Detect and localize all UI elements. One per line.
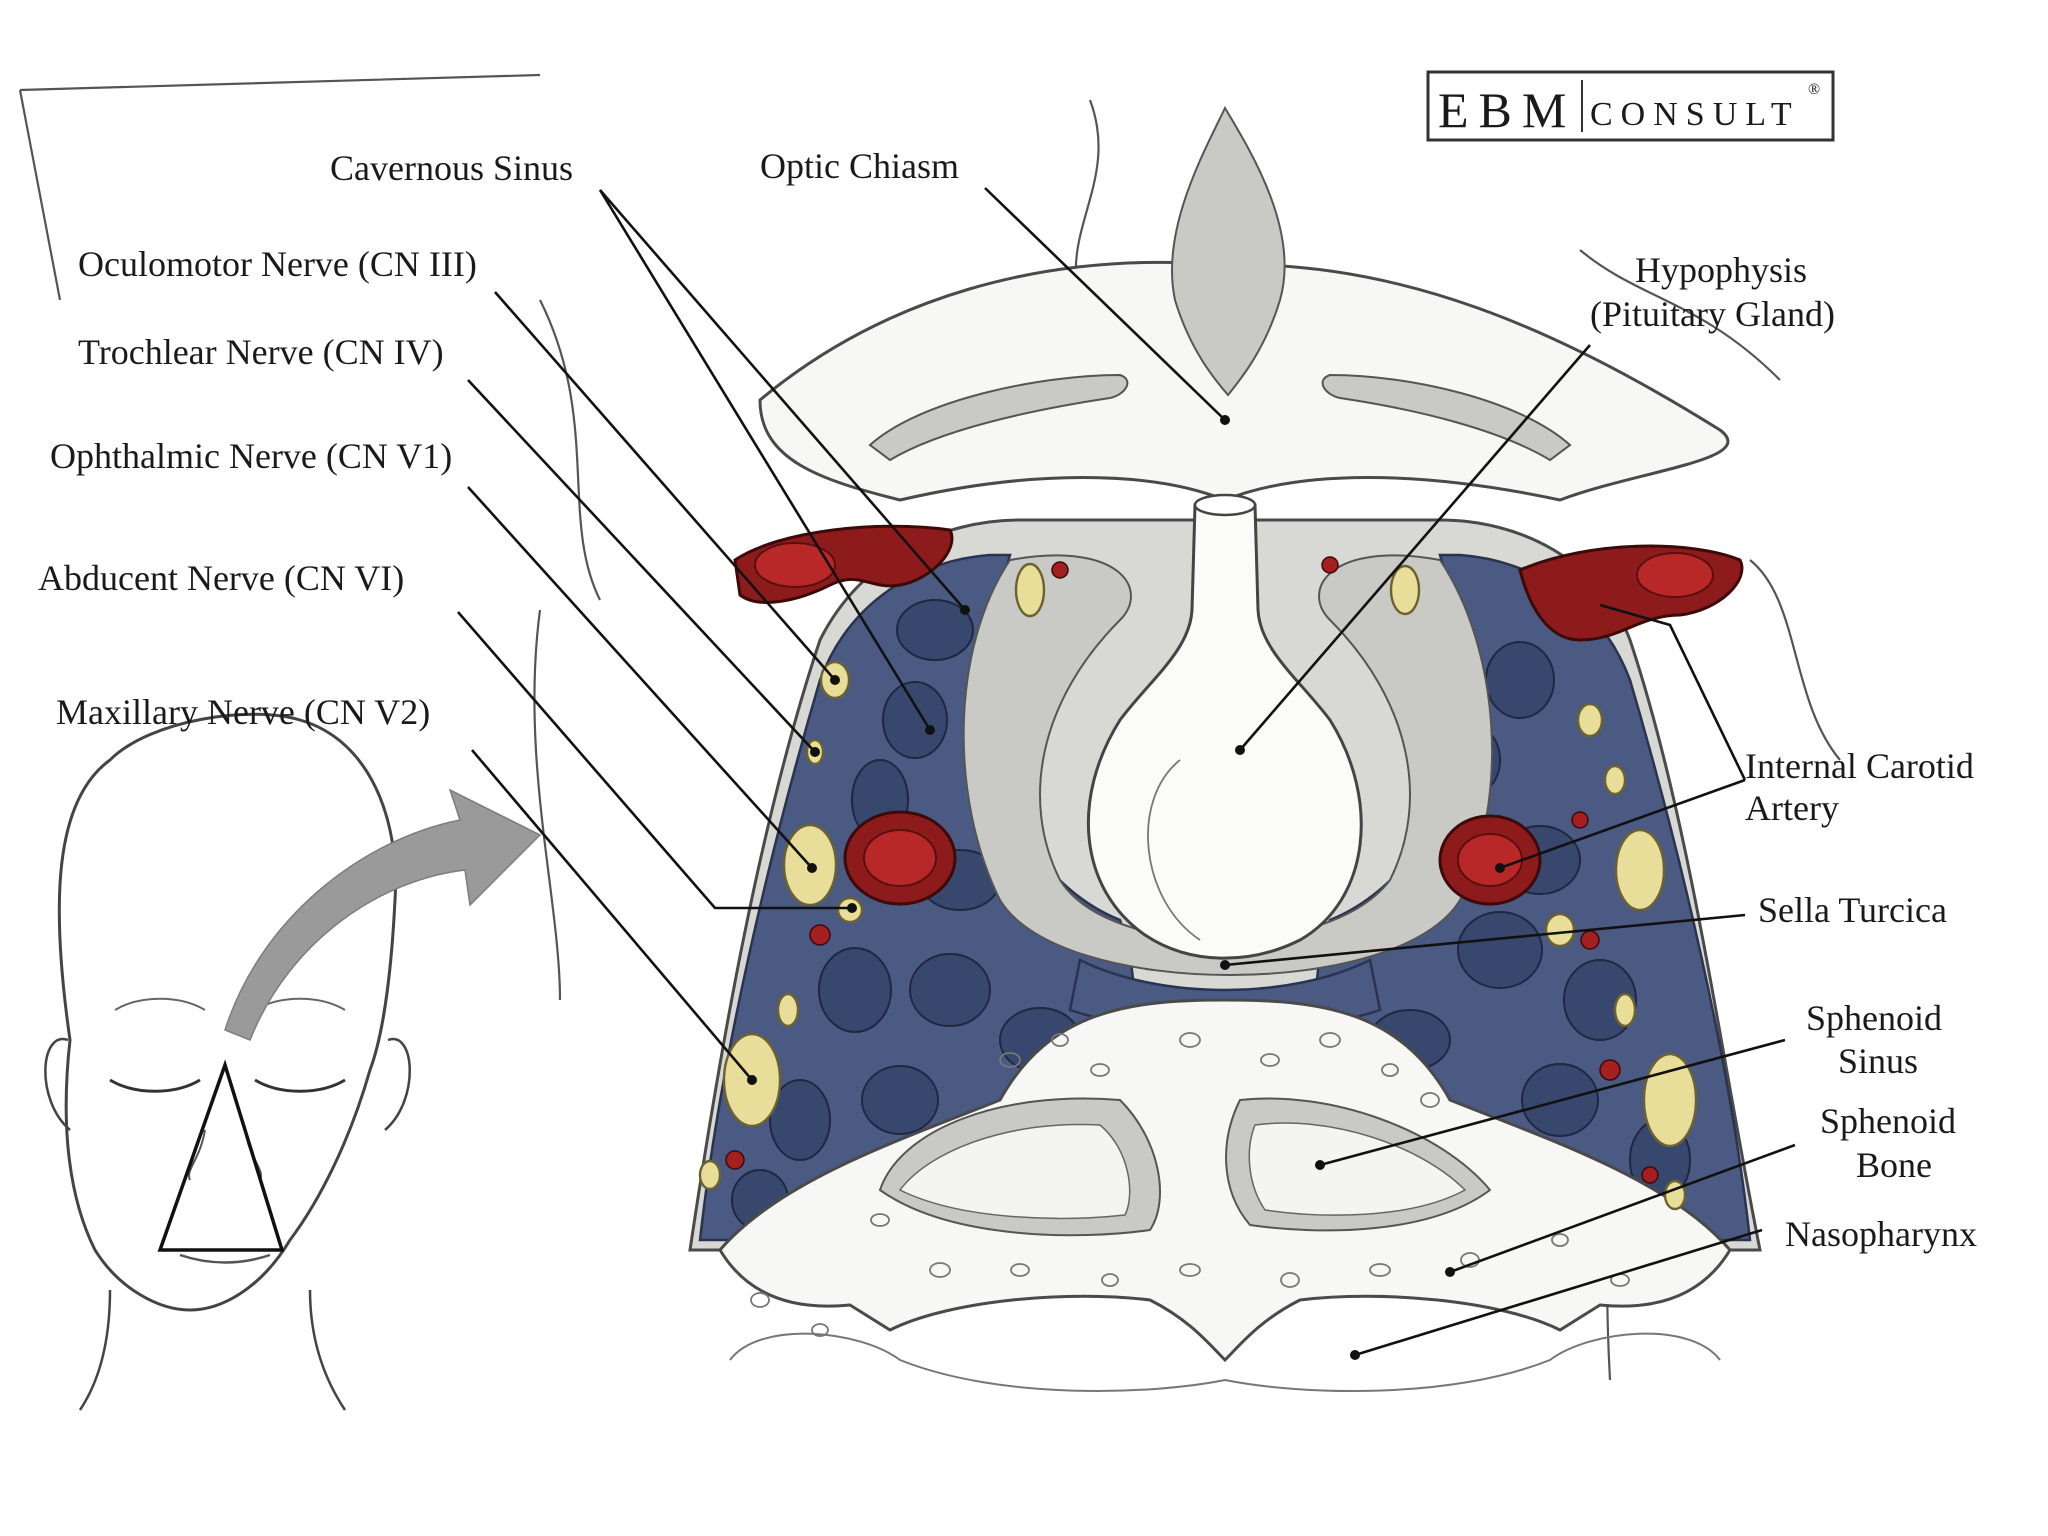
leader-sella-turcica [1224, 913, 1746, 967]
label-sphenoid-bone-line2: Bone [1856, 1145, 1932, 1185]
leader-maxillary [471, 749, 753, 1081]
leader-cavernous-sinus-a [599, 189, 966, 611]
left-sinus-cavity-inner [898, 1123, 1131, 1220]
left-ear [44, 1037, 71, 1131]
left-orbital-roof [868, 373, 1129, 462]
leader-nasopharynx [1354, 1228, 1763, 1357]
upper-bone [758, 260, 1730, 502]
label-oculomotor: Oculomotor Nerve (CN III) [78, 244, 477, 284]
head-outline [57, 712, 398, 1312]
label-ica-line1: Internal Carotid [1745, 746, 1974, 786]
labels: Cavernous Sinus Optic Chiasm Oculomotor … [38, 146, 1977, 1254]
logo-frame [1426, 70, 1835, 142]
right-ear [384, 1037, 411, 1131]
label-sella-turcica: Sella Turcica [1758, 890, 1947, 930]
pituitary-stalk-top [1193, 493, 1257, 517]
pituitary-lobe-line [1147, 759, 1201, 941]
face-sketch-icon [44, 712, 411, 1411]
logo-registered-mark: ® [1808, 81, 1820, 98]
crista-galli [1170, 105, 1286, 397]
label-cavernous-sinus: Cavernous Sinus [330, 148, 573, 188]
leader-optic-chiasm [984, 187, 1226, 421]
nasopharynx-outline [729, 1332, 1721, 1393]
leader-sphenoid-bone [1449, 1143, 1796, 1274]
label-sphenoid-sinus-line2: Sinus [1838, 1041, 1918, 1081]
label-ophthalmic: Ophthalmic Nerve (CN V1) [50, 436, 452, 476]
label-nasopharynx: Nasopharynx [1785, 1214, 1977, 1254]
label-abducent: Abducent Nerve (CN VI) [38, 558, 404, 598]
logo: EBM CONSULT ® [1426, 70, 1835, 142]
anatomy-illustration [18, 73, 1841, 1393]
label-trochlear: Trochlear Nerve (CN IV) [78, 332, 444, 372]
leader-abducent [457, 611, 852, 910]
bone-pores [750, 1032, 1630, 1337]
logo-word: CONSULT [1590, 96, 1800, 133]
small-vessels [725, 556, 1659, 1184]
leader-endpoints [747, 415, 1505, 1360]
leader-ica-a [1599, 603, 1747, 781]
right-sinus-cavity-inner [1248, 1122, 1467, 1216]
label-optic-chiasm: Optic Chiasm [760, 146, 959, 186]
pituitary-gland [1086, 503, 1363, 960]
left-brow [114, 997, 206, 1011]
leader-trochlear [467, 379, 816, 753]
label-sphenoid-sinus-line1: Sphenoid [1806, 998, 1942, 1038]
left-eye [109, 1078, 201, 1093]
label-hypophysis-line1: Hypophysis [1635, 250, 1807, 290]
sphenoid-bone [718, 998, 1732, 1363]
right-eye [254, 1078, 346, 1093]
leader-ica-b [1499, 778, 1746, 870]
logo-brand: EBM [1438, 82, 1576, 138]
leader-hypophysis [1239, 344, 1591, 751]
background-sketch [18, 73, 1841, 1381]
label-sphenoid-bone-line1: Sphenoid [1820, 1101, 1956, 1141]
label-hypophysis-line2: (Pituitary Gland) [1590, 294, 1835, 334]
leader-ophthalmic [467, 486, 813, 869]
label-ica-line2: Artery [1745, 788, 1839, 828]
leader-cavernous-sinus-b [598, 189, 932, 731]
danger-triangle [157, 1059, 285, 1252]
neck [78, 1289, 347, 1411]
label-maxillary: Maxillary Nerve (CN V2) [56, 692, 430, 732]
curved-arrow-icon [224, 788, 542, 1041]
internal-carotid-arteries [733, 524, 1744, 906]
leader-oculomotor [494, 291, 836, 681]
leader-lines [457, 187, 1796, 1357]
leader-sphenoid-sinus [1319, 1038, 1786, 1167]
mouth [179, 1253, 271, 1264]
